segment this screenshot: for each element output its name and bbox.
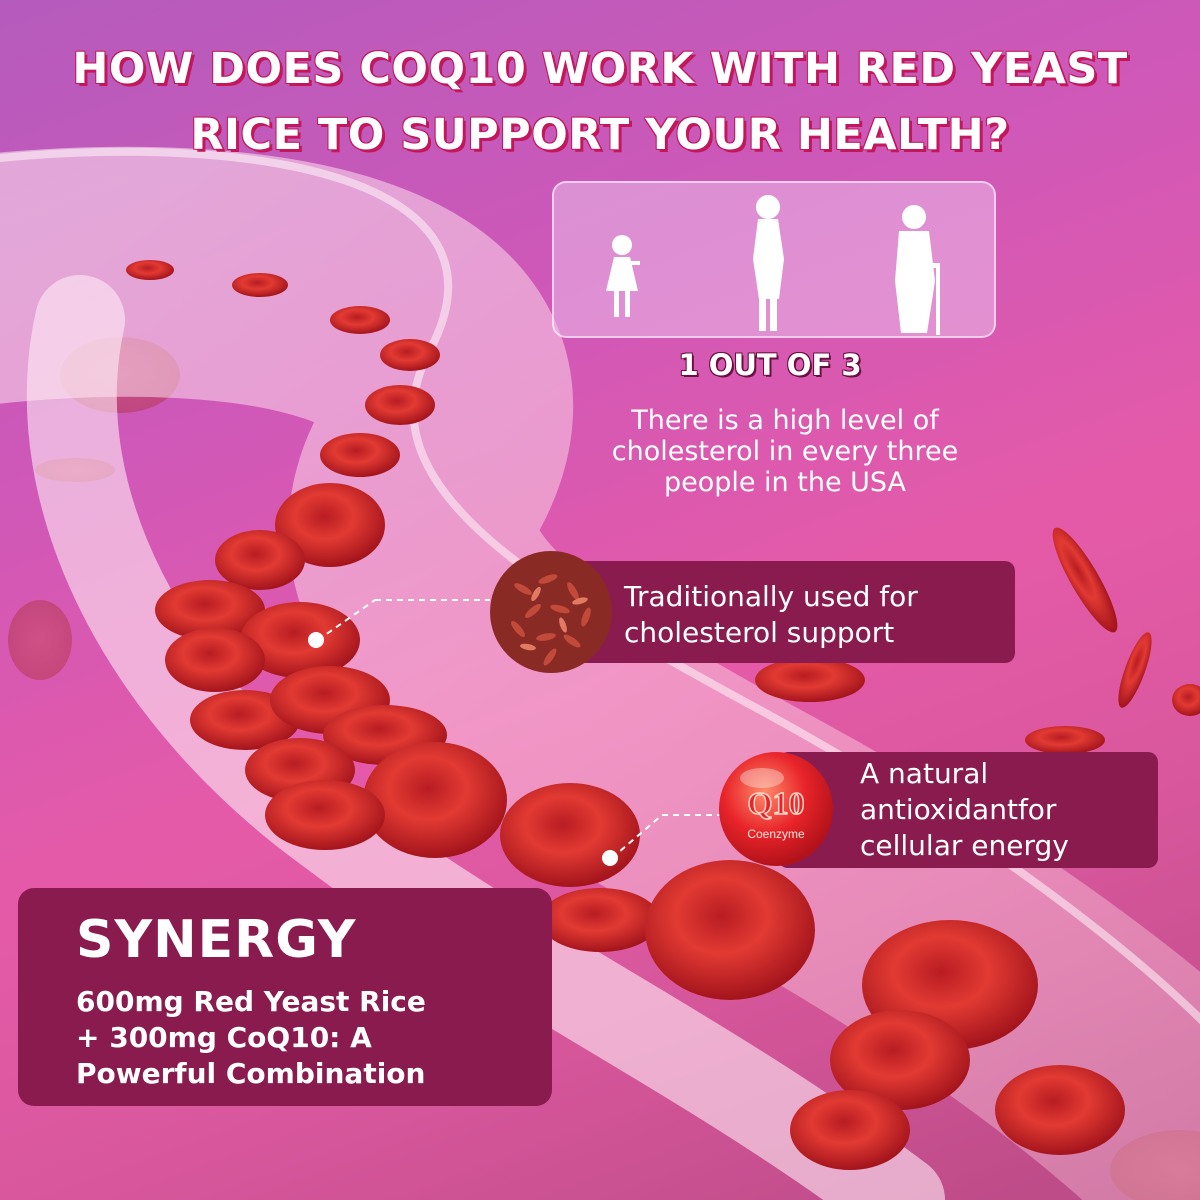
page-title-line-1: HOW DOES COQ10 WORK WITH RED YEAST (72, 44, 1128, 94)
synergy-body: 600mg Red Yeast Rice + 300mg CoQ10: A Po… (76, 984, 552, 1092)
connector-lines (308, 599, 720, 866)
synergy-line-1: 600mg Red Yeast Rice (76, 985, 426, 1018)
callout-q10-text: A natural antioxidantfor cellular energy (860, 757, 1069, 862)
page-title: HOW DOES COQ10 WORK WITH RED YEAST RICE … (0, 36, 1200, 168)
synergy-line-3: Powerful Combination (76, 1057, 426, 1090)
q10-badge-sub: Coenzyme (747, 827, 805, 841)
red-blood-cells (126, 260, 1200, 1170)
callout-coq10: A natural antioxidantfor cellular energy (778, 752, 1158, 868)
q10-badge-title: Q10 (748, 785, 805, 821)
q10-coenzyme-icon: Q10 Coenzyme (719, 752, 833, 866)
people-silhouettes-icon (606, 195, 940, 335)
callout-rice-text: Traditionally used for cholesterol suppo… (624, 580, 918, 649)
red-yeast-rice-icon (490, 551, 612, 673)
synergy-panel: SYNERGY 600mg Red Yeast Rice + 300mg CoQ… (18, 888, 552, 1106)
page-title-line-2: RICE TO SUPPORT YOUR HEALTH? (190, 110, 1010, 160)
stat-description: There is a high level of cholesterol in … (611, 405, 959, 498)
synergy-line-2: + 300mg CoQ10: A (76, 1021, 372, 1054)
synergy-title: SYNERGY (76, 910, 357, 970)
people-silhouettes-card (552, 181, 996, 338)
callout-red-yeast-rice: Traditionally used for cholesterol suppo… (560, 561, 1015, 663)
stat-label: 1 OUT OF 3 (678, 348, 862, 382)
